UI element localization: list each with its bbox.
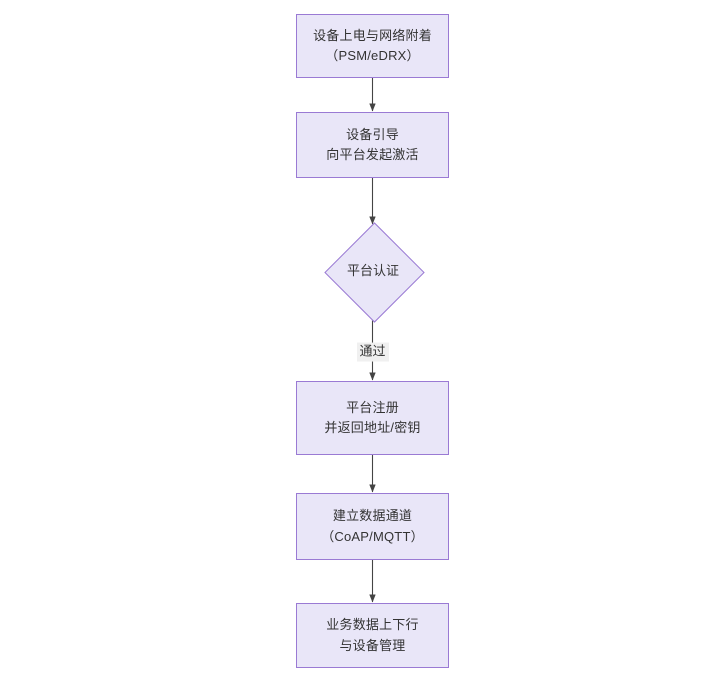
node-power-on-network-attach[interactable]: 设备上电与网络附着 （PSM/eDRX）	[296, 14, 449, 78]
node-platform-registration-return-address-key[interactable]: 平台注册 并返回地址/密钥	[296, 381, 449, 455]
node-label: 平台认证	[346, 263, 399, 279]
node-label: 业务数据上下行 与设备管理	[326, 617, 419, 653]
node-label: 平台注册 并返回地址/密钥	[324, 399, 421, 435]
node-device-bootstrap-activation[interactable]: 设备引导 向平台发起激活	[296, 112, 449, 178]
node-label: 建立数据通道 （CoAP/MQTT）	[321, 508, 424, 544]
node-business-data-uplink-downlink-device-management[interactable]: 业务数据上下行 与设备管理	[296, 603, 449, 668]
node-platform-authentication[interactable]: 平台认证	[323, 222, 425, 323]
edge-label-pass: 通过	[356, 342, 389, 362]
node-label: 设备上电与网络附着 （PSM/eDRX）	[313, 27, 432, 63]
node-label: 设备引导 向平台发起激活	[326, 126, 419, 162]
node-establish-data-channel[interactable]: 建立数据通道 （CoAP/MQTT）	[296, 493, 449, 560]
